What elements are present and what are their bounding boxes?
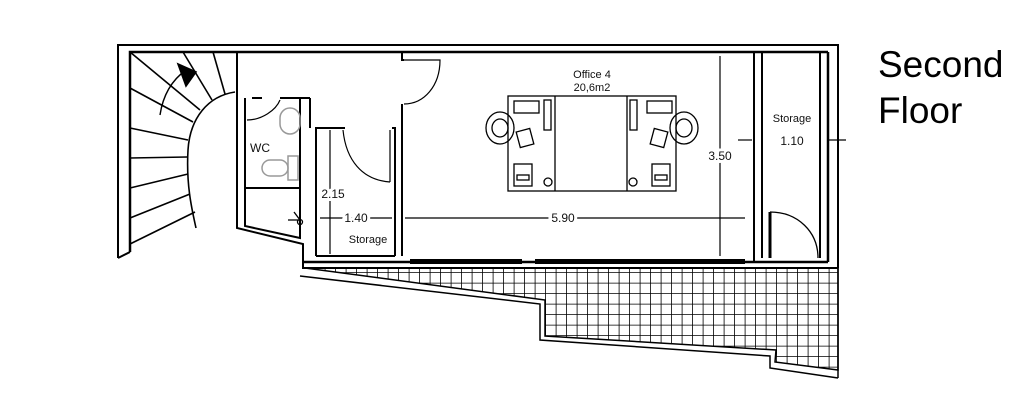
storage-small-label: Storage xyxy=(349,234,388,246)
staircase xyxy=(129,51,236,245)
storage-small-width-dimension: 1.40 xyxy=(344,211,368,225)
wc-room: WC xyxy=(244,97,310,240)
office-width-dimension: 5.90 xyxy=(551,211,575,225)
floor-title: Second Floor xyxy=(878,42,1004,134)
dimension-lines xyxy=(320,56,846,256)
storage-right-label: Storage xyxy=(773,113,812,125)
storage-right-room xyxy=(761,52,821,259)
floor-title-line1: Second xyxy=(878,44,1004,85)
storage-small-depth-dimension: 2.15 xyxy=(321,187,345,201)
balcony-terrace xyxy=(299,267,839,379)
office-desks xyxy=(485,95,699,192)
wc-label: WC xyxy=(250,141,270,155)
office-room xyxy=(401,52,755,264)
stair-direction-arrow-icon xyxy=(176,62,198,88)
storage-small-room xyxy=(309,98,396,257)
office-depth-dimension: 3.50 xyxy=(708,149,732,163)
office-chair-right-icon xyxy=(649,111,699,149)
storage-right-width-dimension: 1.10 xyxy=(780,134,804,148)
floor-title-line2: Floor xyxy=(878,90,963,131)
floor-drain-icon xyxy=(288,211,304,226)
office-chair-left-icon xyxy=(485,111,535,149)
sink-icon xyxy=(279,107,301,135)
toilet-icon xyxy=(261,155,299,181)
office-name-label: Office 4 xyxy=(573,69,611,81)
office-area-label: 20,6m2 xyxy=(574,82,611,94)
